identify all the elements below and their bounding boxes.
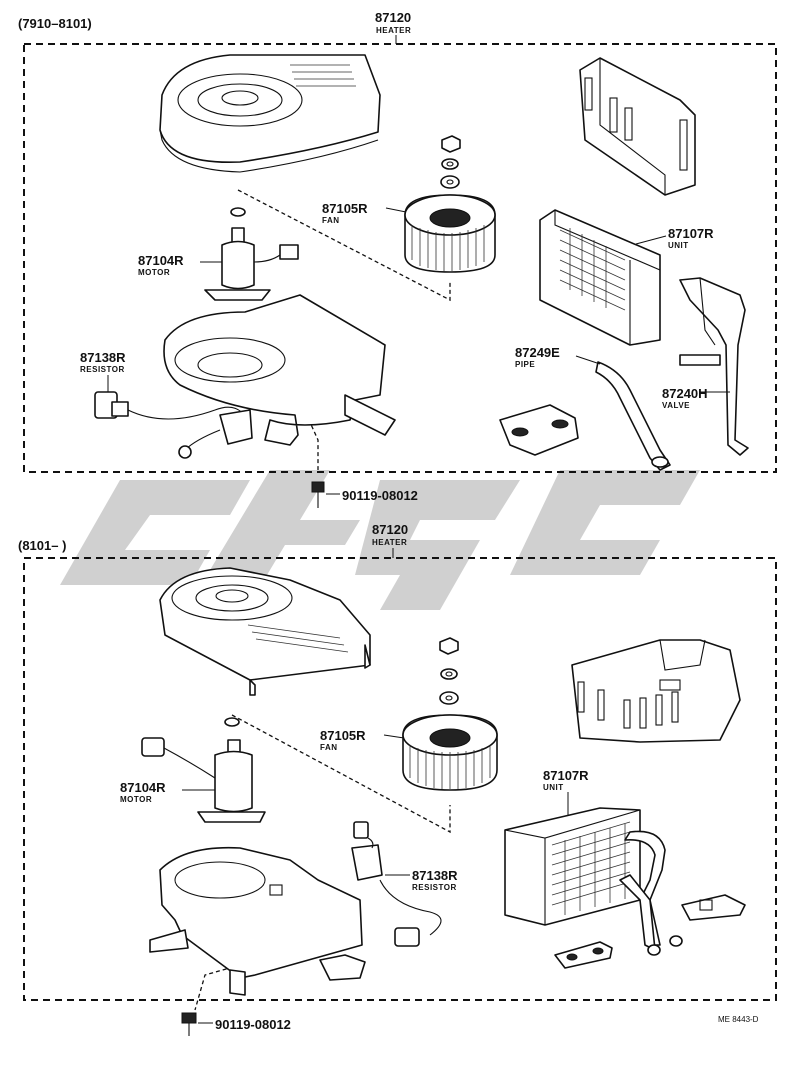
fan-bottom-name: FAN [320,743,338,752]
bolt-top-number: 90119-08012 [342,488,418,503]
valve-top [679,277,749,456]
pipe-top [595,361,671,471]
motor-bottom-name: MOTOR [120,795,152,804]
pipe-top-number: 87249E [515,345,560,360]
resistor-top-number: 87138R [80,350,126,365]
fan-bottom [402,714,498,791]
bolt-bottom [181,1012,197,1036]
resistor-top [94,391,253,459]
nut-stack-bottom [439,637,459,705]
heater-case-top [579,57,696,196]
fan-bottom-number: 87105R [320,728,366,743]
motor-bottom [141,717,266,823]
valve-top-name: VALVE [662,401,690,410]
valve-top-number: 87240H [662,386,708,401]
unit-top-name: UNIT [668,241,689,250]
blower-housing-top [163,294,396,446]
resistor-top-name: RESISTOR [80,365,125,374]
fan-top [404,194,496,273]
bottom-section: (8101– ) 87120 HEATER [18,522,777,1036]
top-section-frame [23,43,777,473]
resistor-bottom-number: 87138R [412,868,458,883]
drawing-code: ME 8443-D [718,1015,759,1024]
bottom-section-frame [23,557,777,1001]
bolt-bottom-number: 90119-08012 [215,1017,291,1032]
unit-bottom-number: 87107R [543,768,589,783]
heater-cover-top [159,54,381,173]
motor-top [204,207,299,301]
nut-stack-top [440,135,461,189]
motor-bottom-number: 87104R [120,780,166,795]
unit-top-number: 87107R [668,226,714,241]
motor-top-number: 87104R [138,253,184,268]
clamp-bottom-right [681,894,746,921]
blower-housing-bottom [149,846,366,996]
pipe-top-name: PIPE [515,360,535,369]
heater-cover-bottom [159,567,371,696]
motor-top-name: MOTOR [138,268,170,277]
resistor-bottom [351,821,442,947]
bottom-assembly-number: 87120 [372,522,408,537]
unit-bottom-name: UNIT [543,783,564,792]
heater-unit-bottom [504,807,683,956]
bottom-date-range: (8101– ) [18,538,66,553]
top-section: (7910–8101) 87120 HEATER [18,10,777,508]
top-assembly-number: 87120 [375,10,411,25]
top-assembly-name: HEATER [376,26,411,35]
heater-case-bottom [571,639,741,743]
clamp-bottom-left [554,941,613,969]
watermark [60,470,700,610]
top-date-range: (7910–8101) [18,16,92,31]
heater-unit-top [539,209,661,346]
bolt-top [311,481,325,508]
clamp-top [499,404,579,456]
resistor-bottom-name: RESISTOR [412,883,457,892]
fan-top-number: 87105R [322,201,368,216]
bottom-assembly-name: HEATER [372,538,407,547]
fan-top-name: FAN [322,216,340,225]
